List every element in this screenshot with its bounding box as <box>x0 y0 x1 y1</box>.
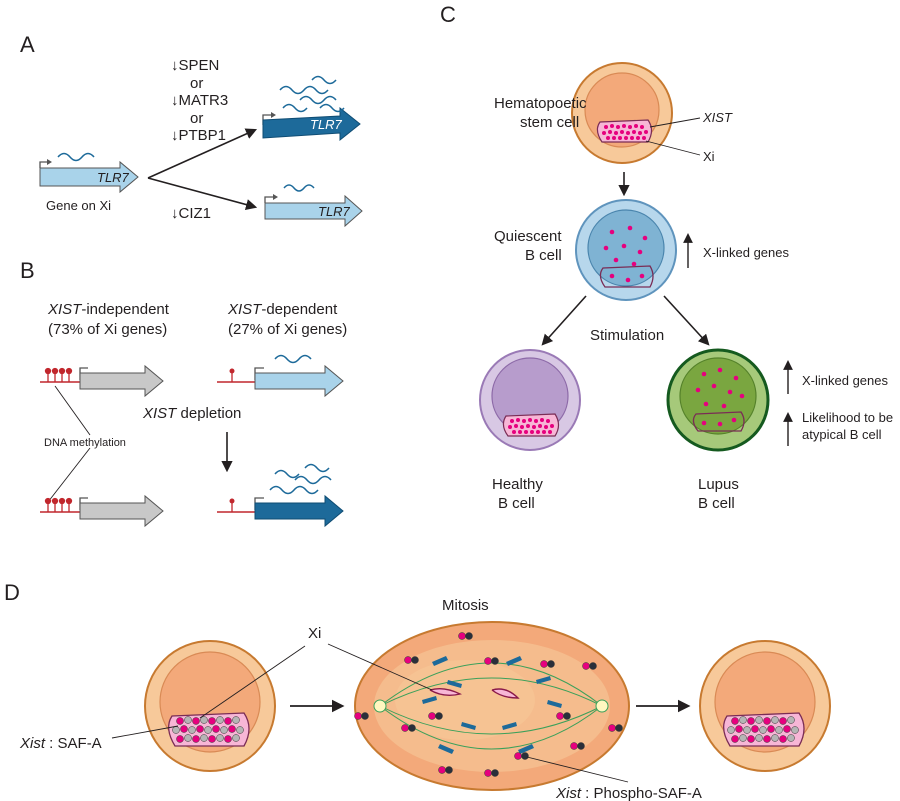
arrow-to-healthy <box>541 295 587 346</box>
healthy-b-cell <box>479 349 581 451</box>
xist-saf-a-label: Xist : SAF-A <box>19 735 102 752</box>
tlr7-gene-upregulated: TLR7 <box>262 75 361 142</box>
ptbp1-label: ↓PTBP1 <box>171 127 226 144</box>
interphase-cell-right <box>699 640 831 772</box>
spen-label: ↓SPEN <box>171 57 219 74</box>
quiescent-label-2: B cell <box>525 247 562 264</box>
tlr7-gene-ciz1: TLR7 <box>264 184 363 228</box>
gene-on-xi-label: Gene on Xi <box>46 198 111 213</box>
mitosis-cell <box>354 621 630 791</box>
panel-c-letter: C <box>440 2 456 27</box>
tlr7-label-left: TLR7 <box>97 170 130 185</box>
xist-independent-title: XIST-independent <box>47 301 170 318</box>
or-label-2: or <box>190 110 203 127</box>
xist-depletion-label: XIST depletion <box>142 405 241 422</box>
panel-d-letter: D <box>4 580 20 605</box>
panel-d: D <box>4 580 831 801</box>
dependent-gene-top <box>217 354 344 398</box>
ciz1-label: ↓CIZ1 <box>171 205 211 222</box>
quiescent-b-cell <box>575 199 677 301</box>
xi-label: Xi <box>703 149 715 164</box>
dna-methylation-label: DNA methylation <box>44 437 126 449</box>
x-linked-genes-label-2: X-linked genes <box>802 373 888 388</box>
panel-a-letter: A <box>20 32 35 57</box>
xist-label: XIST <box>702 110 733 125</box>
panel-b: B XIST-independent (73% of Xi genes) XIS… <box>20 258 347 528</box>
arrow-up-path <box>147 128 258 179</box>
xist-dependent-title: XIST-dependent <box>227 301 338 318</box>
atypical-label-1: Likelihood to be <box>802 410 893 425</box>
arrow-to-lupus <box>663 295 710 346</box>
quiescent-label-1: Quiescent <box>494 228 562 245</box>
atypical-label-2: atypical B cell <box>802 427 882 442</box>
stimulation-label: Stimulation <box>590 327 664 344</box>
hsc-label-1: Hematopoetic <box>494 95 587 112</box>
independent-gene-top <box>40 364 164 398</box>
mitosis-label: Mitosis <box>442 597 489 614</box>
or-label-1: or <box>190 75 203 92</box>
independent-gene-bottom <box>40 494 164 528</box>
hematopoetic-stem-cell <box>571 62 673 164</box>
hsc-label-2: stem cell <box>520 114 579 131</box>
panel-a: A ↓SPEN or ↓MATR3 or ↓PTBP1 ↓CIZ1 TLR7 G… <box>20 32 363 228</box>
xi-label-d: Xi <box>308 625 321 642</box>
matr3-label: ↓MATR3 <box>171 92 228 109</box>
xist-phospho-saf-a-label: Xist : Phospho-SAF-A <box>555 785 702 801</box>
tlr7-label-up: TLR7 <box>310 117 343 132</box>
x-linked-genes-label-1: X-linked genes <box>703 245 789 260</box>
tlr7-gene-baseline: TLR7 <box>39 152 139 194</box>
interphase-cell-left <box>144 640 276 772</box>
panel-c: C Hematopoetic stem cell XIST Xi <box>440 2 893 512</box>
dependent-gene-bottom <box>217 463 344 528</box>
arrow-down-path <box>147 177 258 211</box>
healthy-label-2: B cell <box>498 495 535 512</box>
xist-independent-pct: (73% of Xi genes) <box>48 321 167 338</box>
lupus-label-1: Lupus <box>698 476 739 493</box>
tlr7-label-ciz1: TLR7 <box>318 204 351 219</box>
healthy-label-1: Healthy <box>492 476 543 493</box>
panel-b-letter: B <box>20 258 35 283</box>
lupus-label-2: B cell <box>698 495 735 512</box>
lupus-b-cell <box>666 348 770 452</box>
xist-dependent-pct: (27% of Xi genes) <box>228 321 347 338</box>
